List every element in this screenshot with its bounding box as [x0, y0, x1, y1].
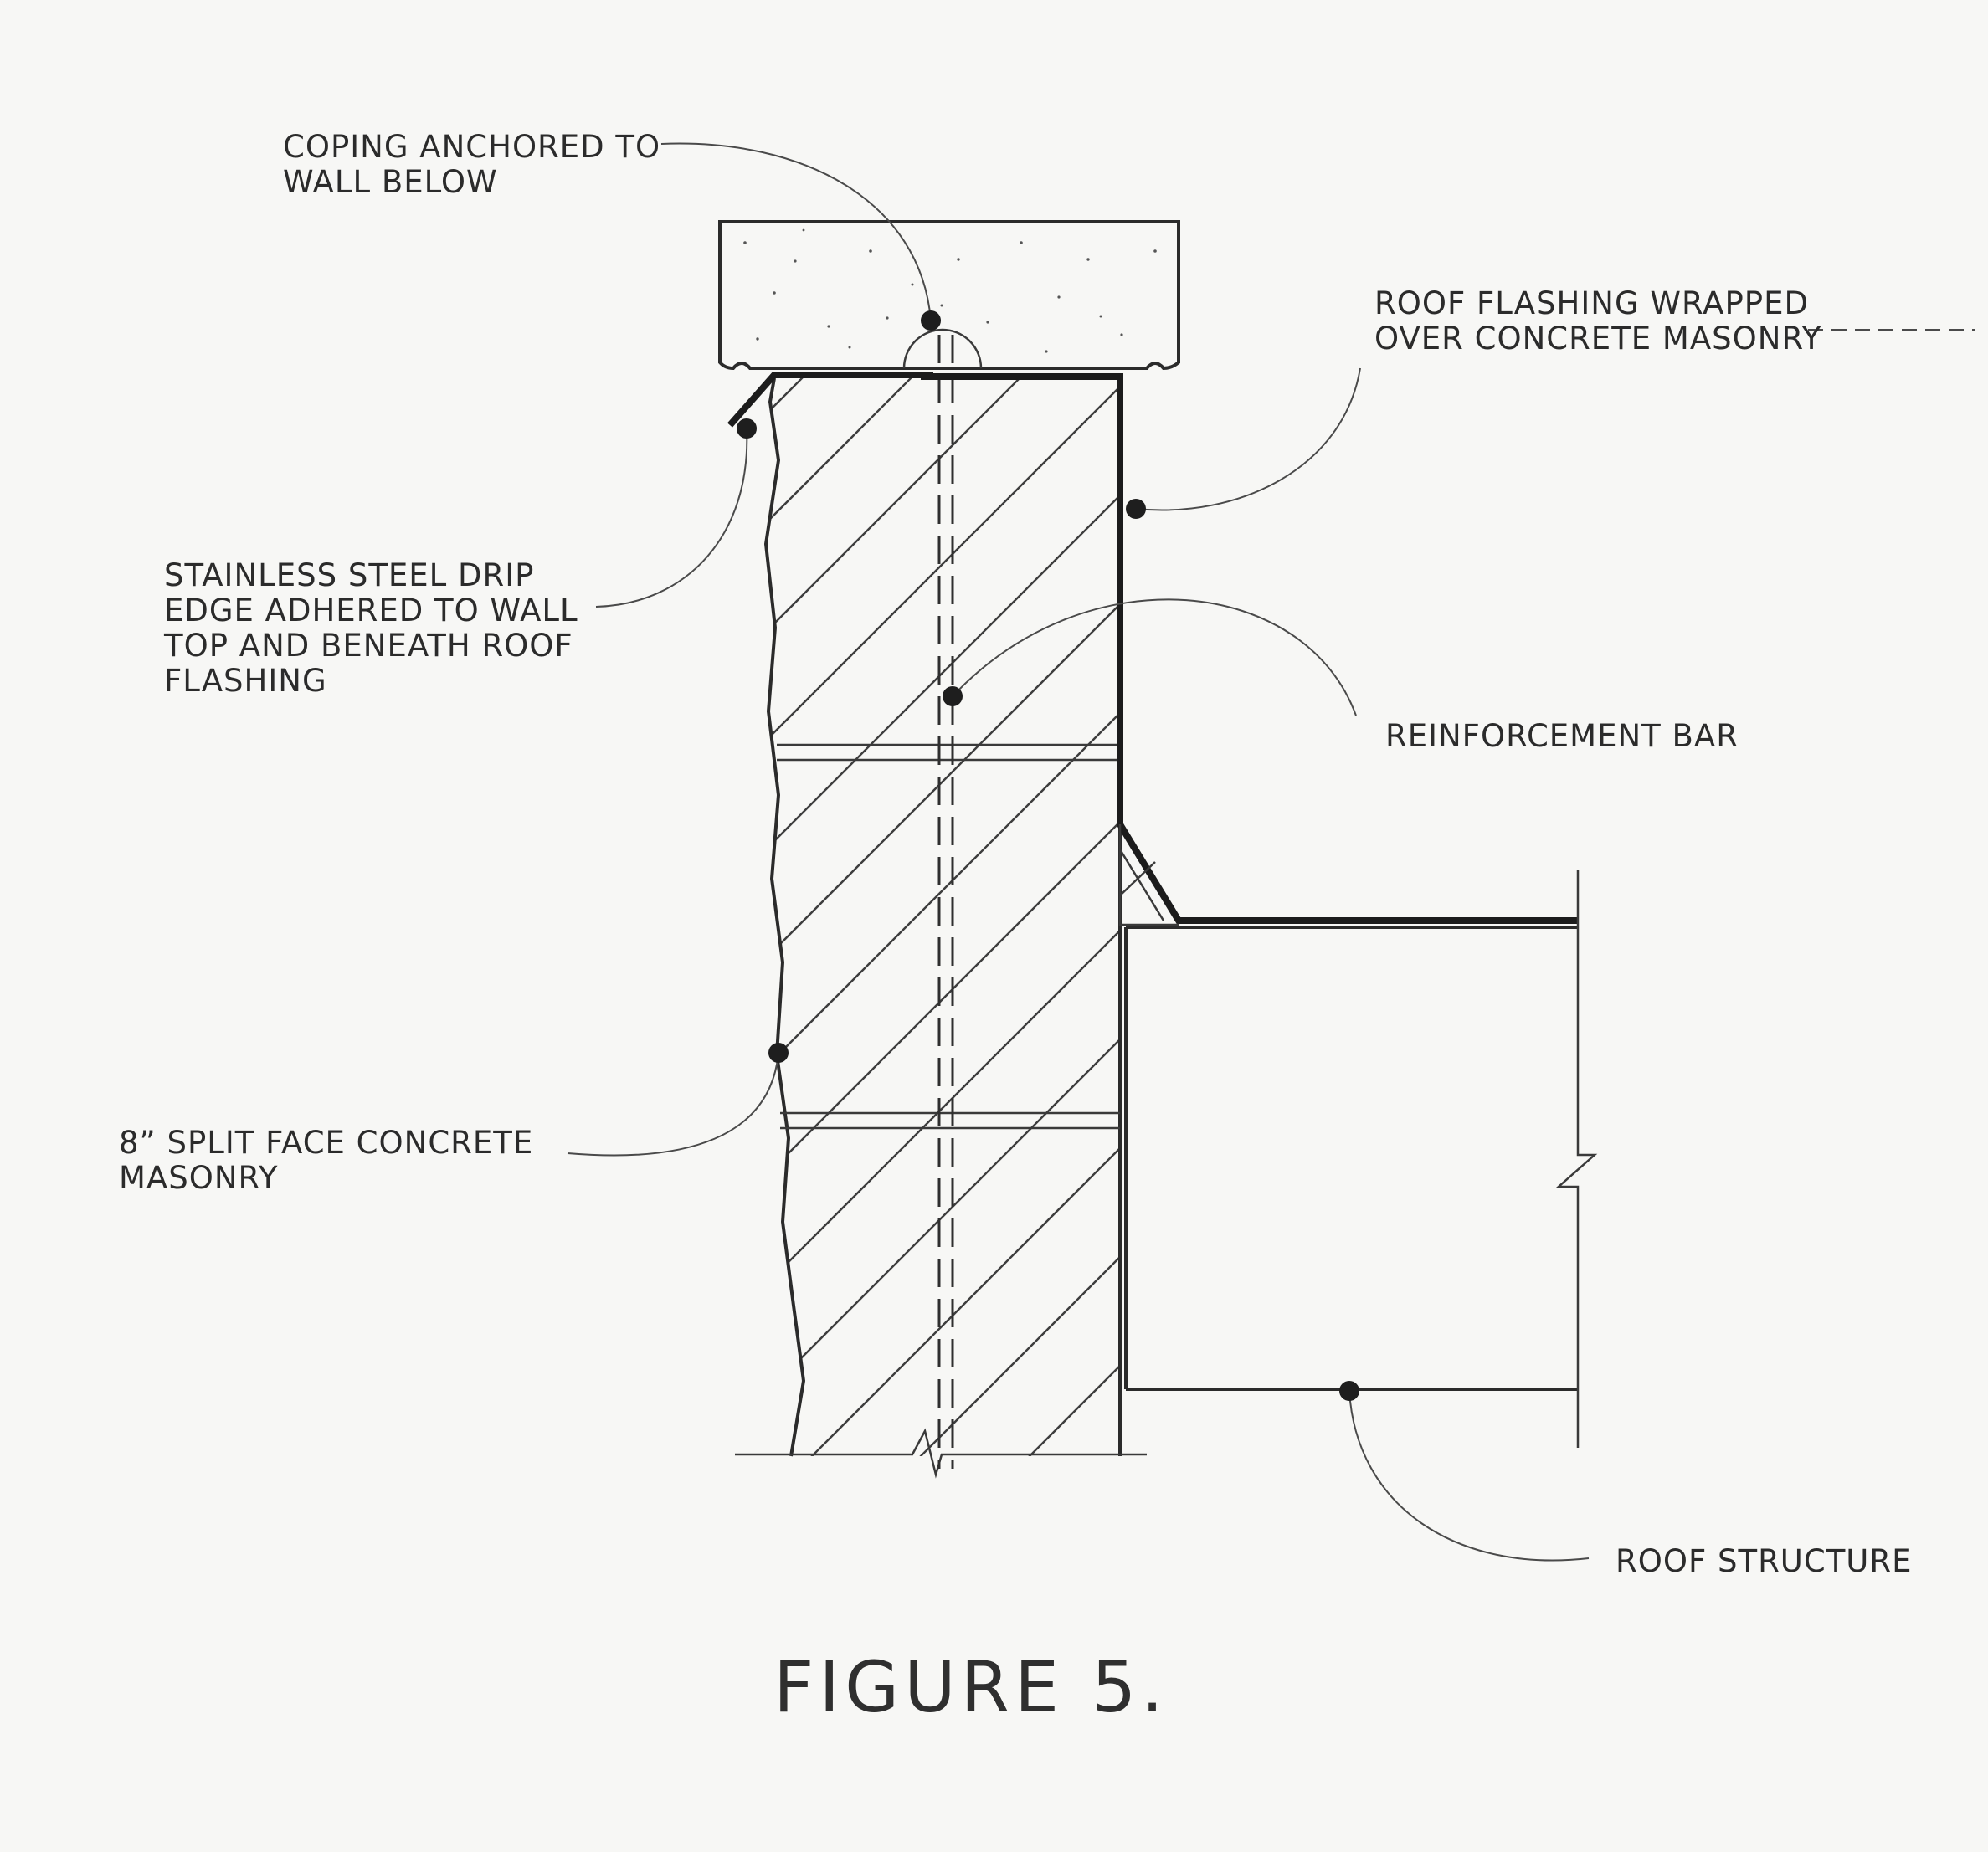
hatch-line	[1087, 378, 1120, 1456]
hatch-line	[1523, 251, 1988, 1506]
hatch-line	[766, 378, 1120, 1456]
label-drip-edge: STAINLESS STEEL DRIP EDGE ADHERED TO WAL…	[163, 557, 588, 699]
hatch-line	[1306, 251, 1988, 1506]
hatch-line	[870, 378, 1120, 1456]
hatch-line	[979, 378, 1120, 1456]
hatch-line	[766, 378, 1120, 1456]
figure-title: FIGURE 5.	[773, 1646, 1169, 1728]
roof-flashing	[921, 373, 1578, 924]
hatch-line	[766, 378, 1120, 1456]
coping-block	[718, 220, 1180, 371]
hatch-line	[766, 378, 1120, 1456]
split-face-masonry-wall	[735, 251, 1988, 1506]
hatch-line	[766, 378, 1120, 1456]
drip-edge	[727, 372, 933, 428]
cant-strip	[1118, 824, 1179, 926]
hatch-line	[1197, 251, 1988, 1506]
hatch-line	[766, 378, 1039, 1456]
label-roof-structure: ROOF STRUCTURE	[1616, 1543, 1912, 1579]
label-reinforcement-bar: REINFORCEMENT BAR	[1385, 718, 1739, 754]
roof-structure	[1124, 870, 1598, 1448]
hatch-line	[1415, 251, 1988, 1506]
callout-dots	[737, 310, 1359, 1401]
hatch-line	[766, 378, 1120, 1456]
hatch-line	[766, 378, 1120, 1456]
hatch-line	[766, 378, 1120, 1456]
reinforcement-bar	[937, 335, 954, 1469]
label-masonry: 8” SPLIT FACE CONCRETE MASONRY	[119, 1125, 544, 1196]
label-coping: COPING ANCHORED TO WALL BELOW	[283, 129, 671, 200]
hatch-line	[766, 378, 1120, 1456]
leader-lines	[567, 142, 1975, 1562]
hatch-line	[766, 378, 821, 1456]
label-roof-flashing: ROOF FLASHING WRAPPED OVER CONCRETE MASO…	[1374, 285, 1821, 357]
hatch-line	[766, 378, 930, 1456]
